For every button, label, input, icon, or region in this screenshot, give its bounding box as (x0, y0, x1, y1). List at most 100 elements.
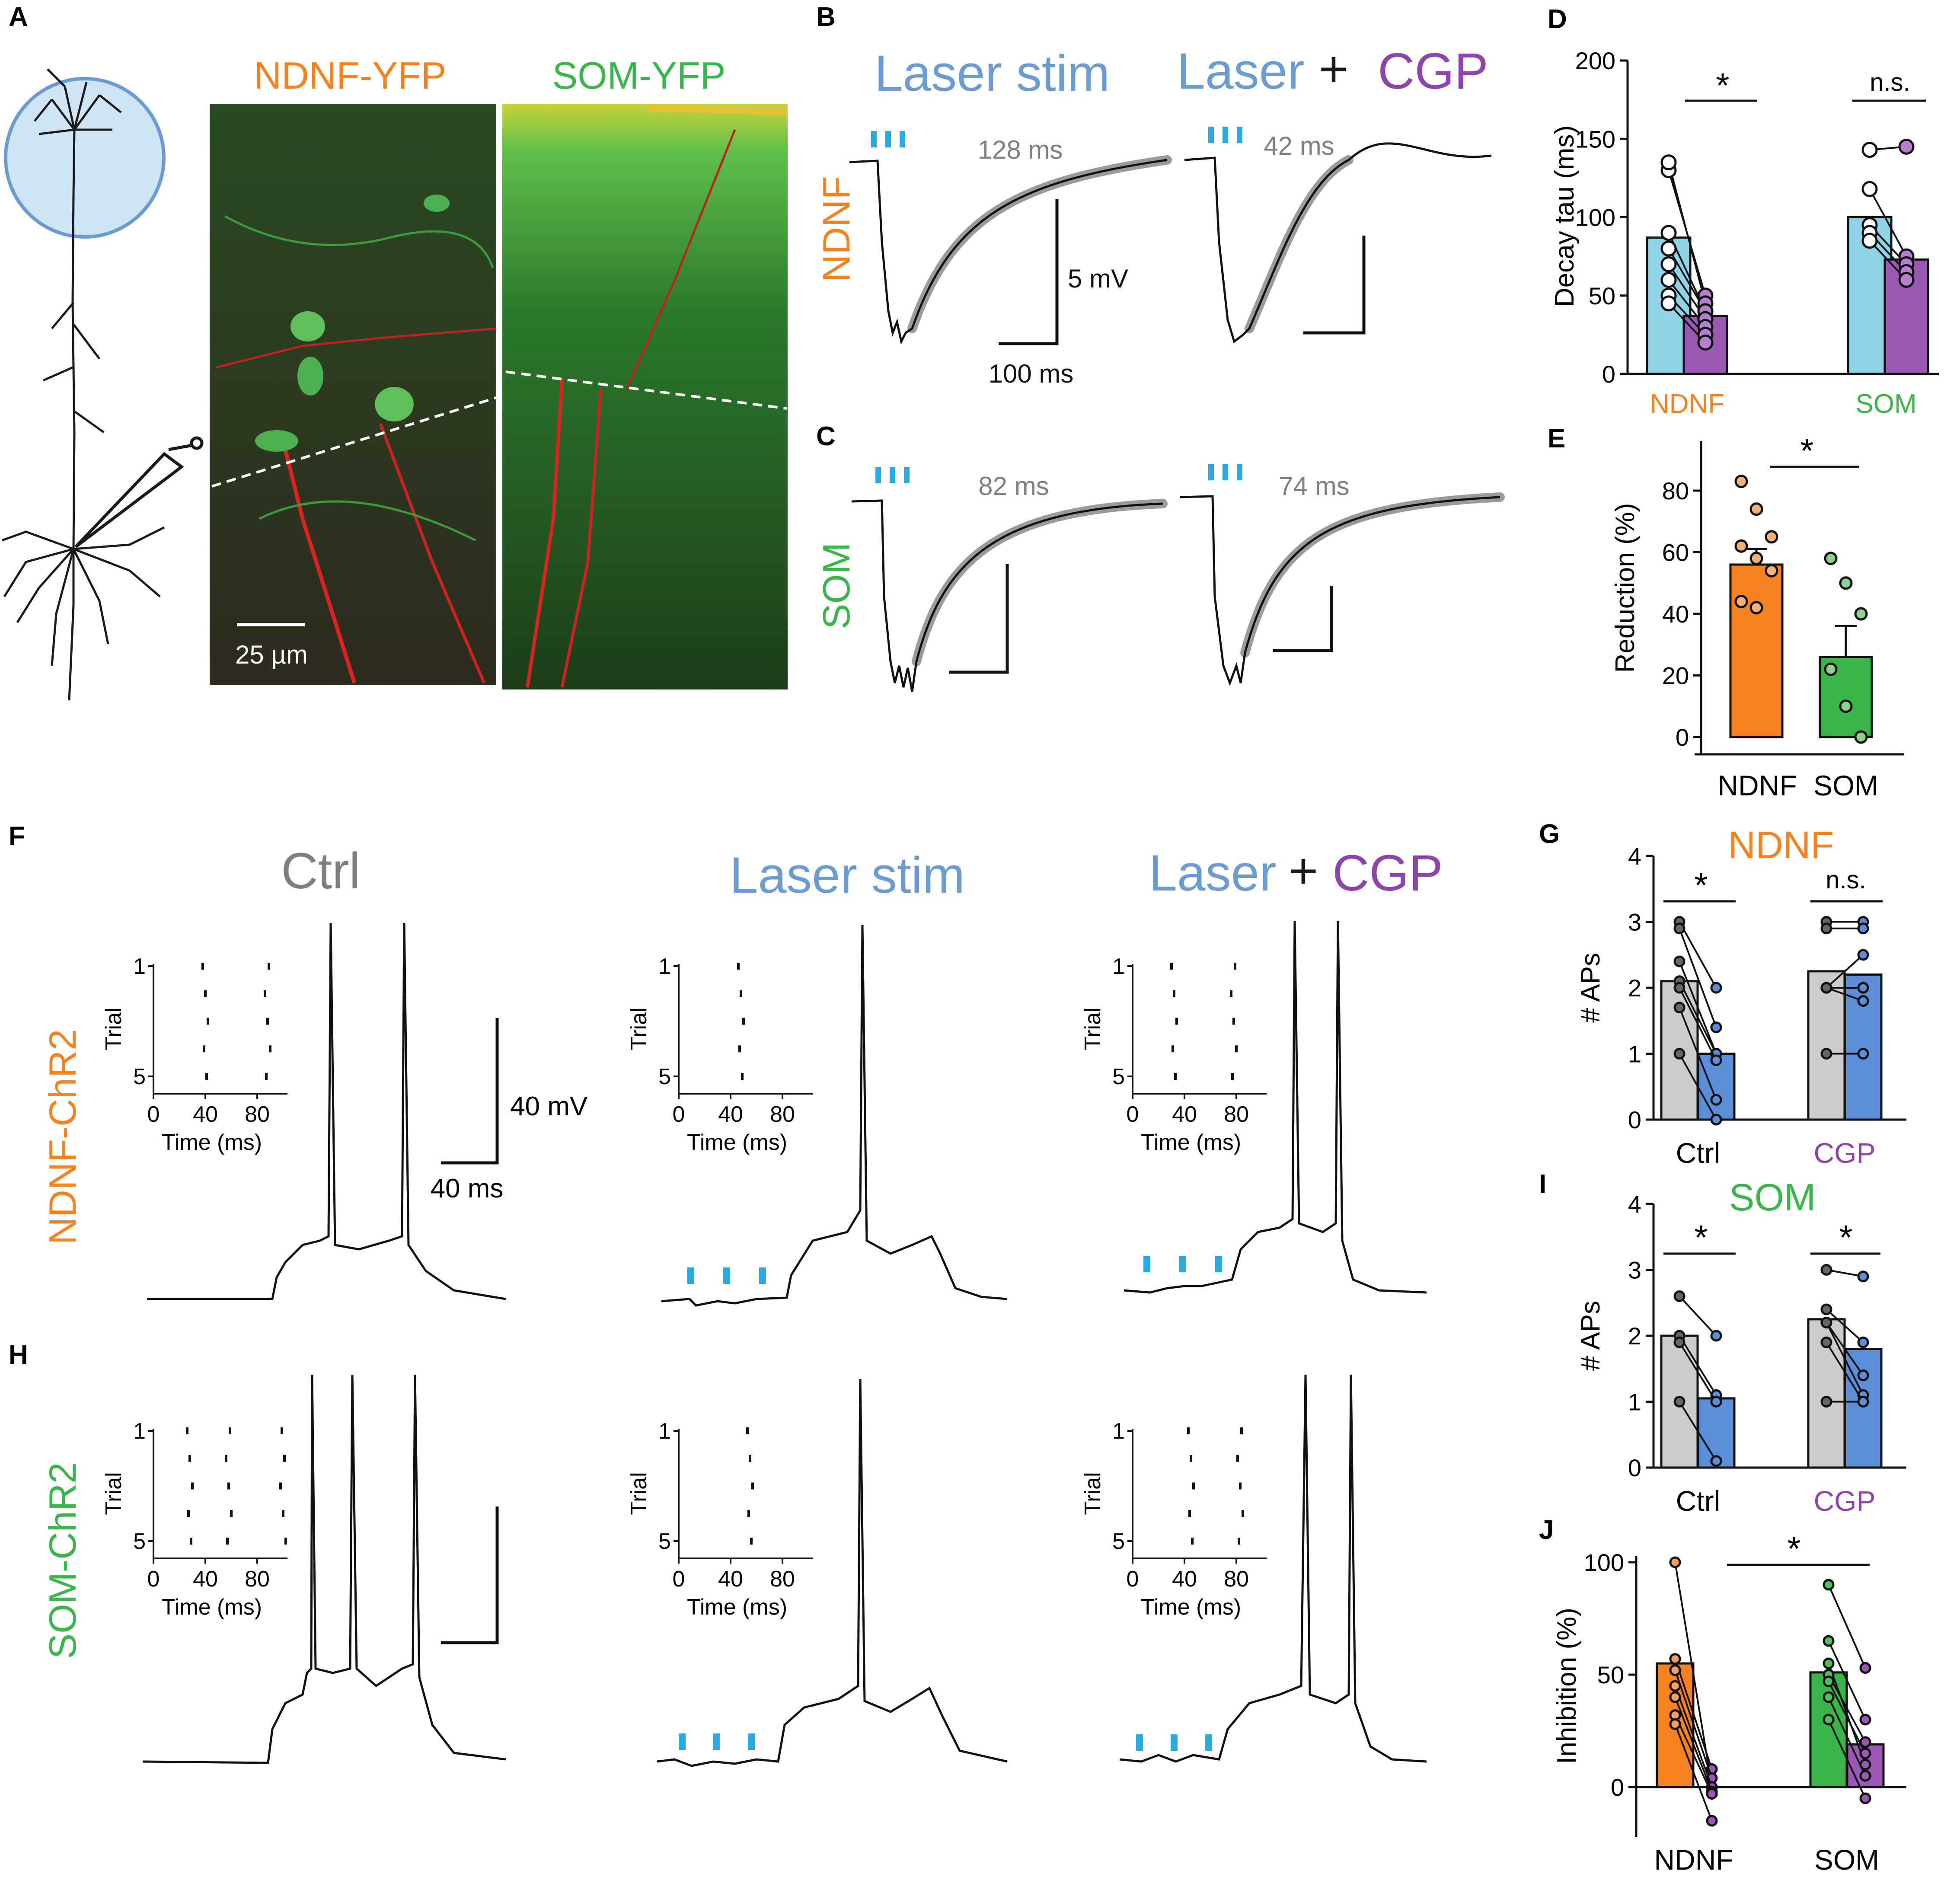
stim-markers-c-left (875, 467, 910, 483)
ap2-tick-label: 3 (1628, 909, 1641, 936)
voltage-trace-h-cgp (1119, 1374, 1427, 1763)
scale-bar-b-right (1303, 236, 1366, 335)
raster-spike (283, 1455, 286, 1462)
voltage-trace-h-ctrl (142, 1374, 506, 1764)
point-d-before (1660, 272, 1677, 288)
point-d-before (1660, 240, 1677, 257)
tau-label-b-left: 128 ms (978, 135, 1063, 164)
point-j-before (1823, 1657, 1835, 1669)
point-d-before (1660, 295, 1677, 312)
som-yfp-micrograph (502, 104, 788, 689)
pair-line-ap (1679, 921, 1717, 988)
ap2-tick-label: 0 (1628, 1106, 1641, 1133)
point-e (1749, 502, 1763, 516)
point-d-before (1660, 225, 1677, 241)
tau-label-b-right: 42 ms (1264, 131, 1334, 160)
point-ap-after (1710, 1114, 1722, 1126)
laser-title-b-right: Laser (1177, 43, 1304, 100)
scale-bar-c-right (1273, 586, 1333, 652)
raster-spike (1238, 1538, 1240, 1545)
ndnf-yfp-title: NDNF-YFP (254, 54, 447, 97)
point-ap-after (1710, 1054, 1722, 1066)
point-d-before (1660, 154, 1677, 171)
point-e (1734, 595, 1748, 608)
bars-g (1660, 916, 1883, 1126)
point-ap-after (1710, 1330, 1722, 1342)
d-tick-label: 0 (1602, 361, 1615, 388)
pair-line-ap (1826, 954, 1864, 989)
scale-bar-h (441, 1507, 499, 1644)
exp-fit-c-right (1240, 492, 1505, 658)
x-label-g-ctrl: Ctrl (1676, 1137, 1721, 1169)
raster-spike (266, 1018, 269, 1025)
scale-bar-c-left (949, 564, 1009, 674)
pair-line-j (1828, 1663, 1866, 1765)
stim-markers-b-left (871, 131, 905, 147)
sig-star-j: * (1787, 1529, 1800, 1568)
ap3-tick-label: 0 (1628, 1454, 1641, 1481)
scale-bar-f (441, 1018, 499, 1165)
raster-x-tick-label: 0 (673, 1567, 685, 1592)
point-ap-after (1710, 1455, 1722, 1467)
panel-letter-c: C (816, 421, 836, 451)
raster-spike (1234, 963, 1236, 970)
psp-trace-c-left (851, 499, 1163, 692)
point-ap-before (1673, 1396, 1685, 1408)
laser-stim-title-f: Laser stim (730, 847, 965, 904)
raster-x-tick-label: 80 (1224, 1567, 1249, 1592)
raster-y-tick-label: 5 (658, 1064, 671, 1089)
raster-x-tick-label: 40 (193, 1567, 218, 1592)
pair-line-ap (1826, 1269, 1864, 1277)
d-tick-label: 50 (1589, 282, 1615, 310)
voltage-trace-f-ctrl (147, 922, 506, 1300)
pyramidal-neuron-drawing (2, 68, 165, 701)
ap2-tick-label: 4 (1628, 843, 1641, 870)
point-ap-before (1820, 1396, 1832, 1408)
point-ap-before (1673, 1048, 1685, 1060)
raster-spike (188, 1455, 191, 1462)
sig-star-g: * (1694, 866, 1708, 904)
pair-line-j (1828, 1641, 1866, 1720)
raster-spike (203, 1045, 205, 1053)
x-label-i-cgp: CGP (1813, 1485, 1875, 1517)
bar-ap (1807, 970, 1846, 1121)
x-label-j-som: SOM (1814, 1844, 1879, 1876)
raster-spike (265, 1073, 268, 1080)
paired-points-d (1660, 138, 1915, 351)
raster-y-tick-label: 1 (133, 1419, 146, 1444)
pair-line-ap (1826, 1342, 1864, 1402)
point-j-after (1706, 1788, 1718, 1800)
point-ap-after (1857, 1336, 1869, 1348)
point-ap-after (1710, 1021, 1722, 1033)
ap3-tick-label: 3 (1628, 1257, 1641, 1284)
raster-x-tick-label: 40 (718, 1567, 743, 1592)
scale-bar-b-left (999, 199, 1059, 345)
point-ap-before (1820, 982, 1832, 994)
raster-spike (1174, 1073, 1177, 1080)
raster-y-tick-label: 1 (1112, 954, 1125, 979)
pair-line-ap (1679, 1007, 1717, 1100)
sig-star-i-ctrl: * (1694, 1218, 1708, 1257)
exp-fit-b-right (1245, 155, 1353, 333)
point-ap-before (1820, 1048, 1832, 1060)
point-e (1854, 607, 1868, 621)
point-ap-before (1673, 1002, 1685, 1014)
y-axis-label-e: Reduction (%) (1610, 503, 1640, 673)
point-ap-after (1857, 1270, 1869, 1283)
raster-spike (751, 1482, 754, 1490)
point-ap-after (1857, 1369, 1869, 1381)
point-e (1734, 475, 1748, 488)
cgp-title-b: CGP (1378, 43, 1488, 100)
stim-markers-c-right (1208, 464, 1242, 480)
raster-y-label: Trial (626, 1472, 651, 1515)
raster-spike (1175, 1018, 1178, 1025)
point-j-before (1823, 1676, 1835, 1688)
point-e (1839, 576, 1853, 590)
raster-y-tick-label: 5 (133, 1064, 146, 1089)
scale-label-40mv: 40 mV (510, 1092, 588, 1121)
sig-star-i-cgp: * (1839, 1218, 1852, 1257)
laser-stim-title-b: Laser stim (875, 45, 1110, 102)
